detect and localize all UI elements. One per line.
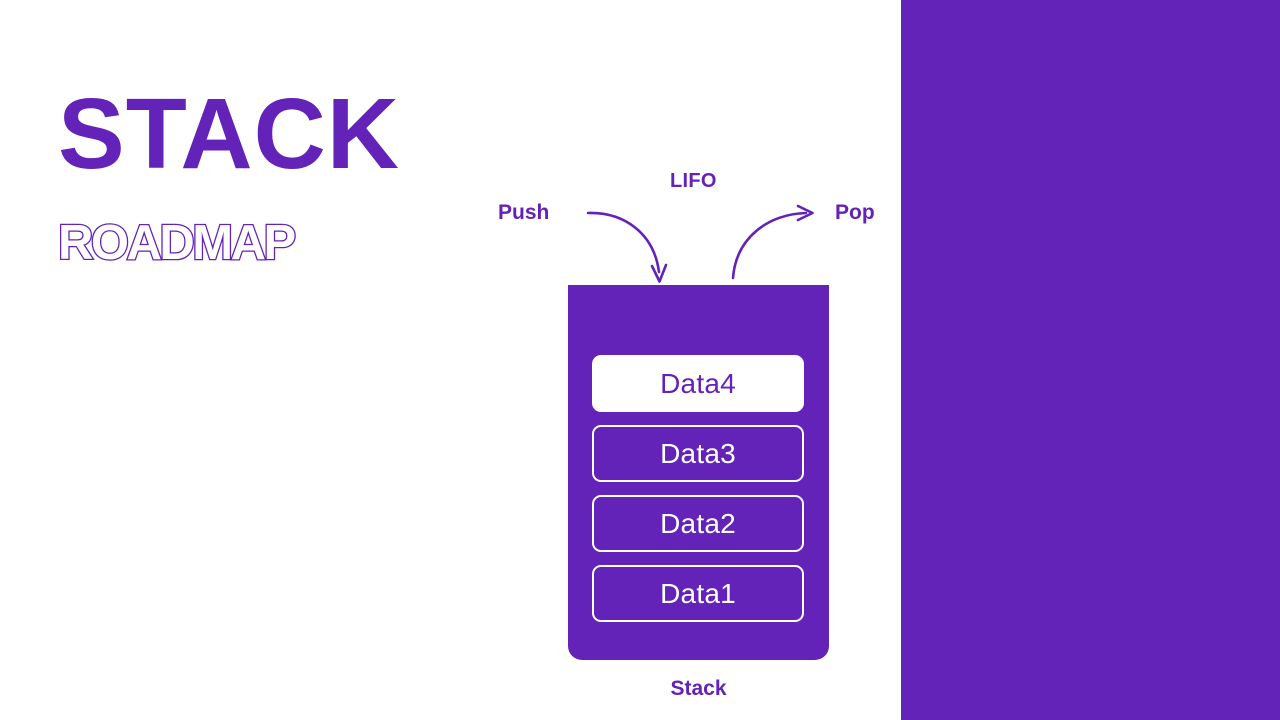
right-color-panel [901, 0, 1280, 720]
page-title: STACK [58, 78, 401, 190]
stack-cell-label: Data2 [660, 507, 736, 539]
push-arrow-icon [586, 211, 668, 283]
pop-arrow-icon [731, 204, 814, 280]
stack-cell[interactable]: Data2 [592, 495, 804, 552]
stack-cell-bottom[interactable]: Data1 [592, 565, 804, 622]
stack-container: Data4 Data3 Data2 Data1 [568, 285, 829, 660]
lifo-label: LIFO [670, 170, 717, 192]
stack-cell-label: Data3 [660, 437, 736, 469]
pop-label: Pop [835, 201, 875, 224]
stack-cell-list: Data4 Data3 Data2 Data1 [592, 355, 804, 635]
stack-cell-top[interactable]: Data4 [592, 355, 804, 412]
stack-cell[interactable]: Data3 [592, 425, 804, 482]
stack-caption: Stack [670, 677, 727, 700]
stack-cell-label: Data4 [660, 367, 736, 399]
push-label: Push [498, 201, 550, 224]
page-subtitle: ROADMAP [57, 216, 298, 270]
stack-cell-label: Data1 [660, 577, 736, 609]
stack-diagram: LIFO Push Pop Data4 Data3 [498, 170, 875, 700]
